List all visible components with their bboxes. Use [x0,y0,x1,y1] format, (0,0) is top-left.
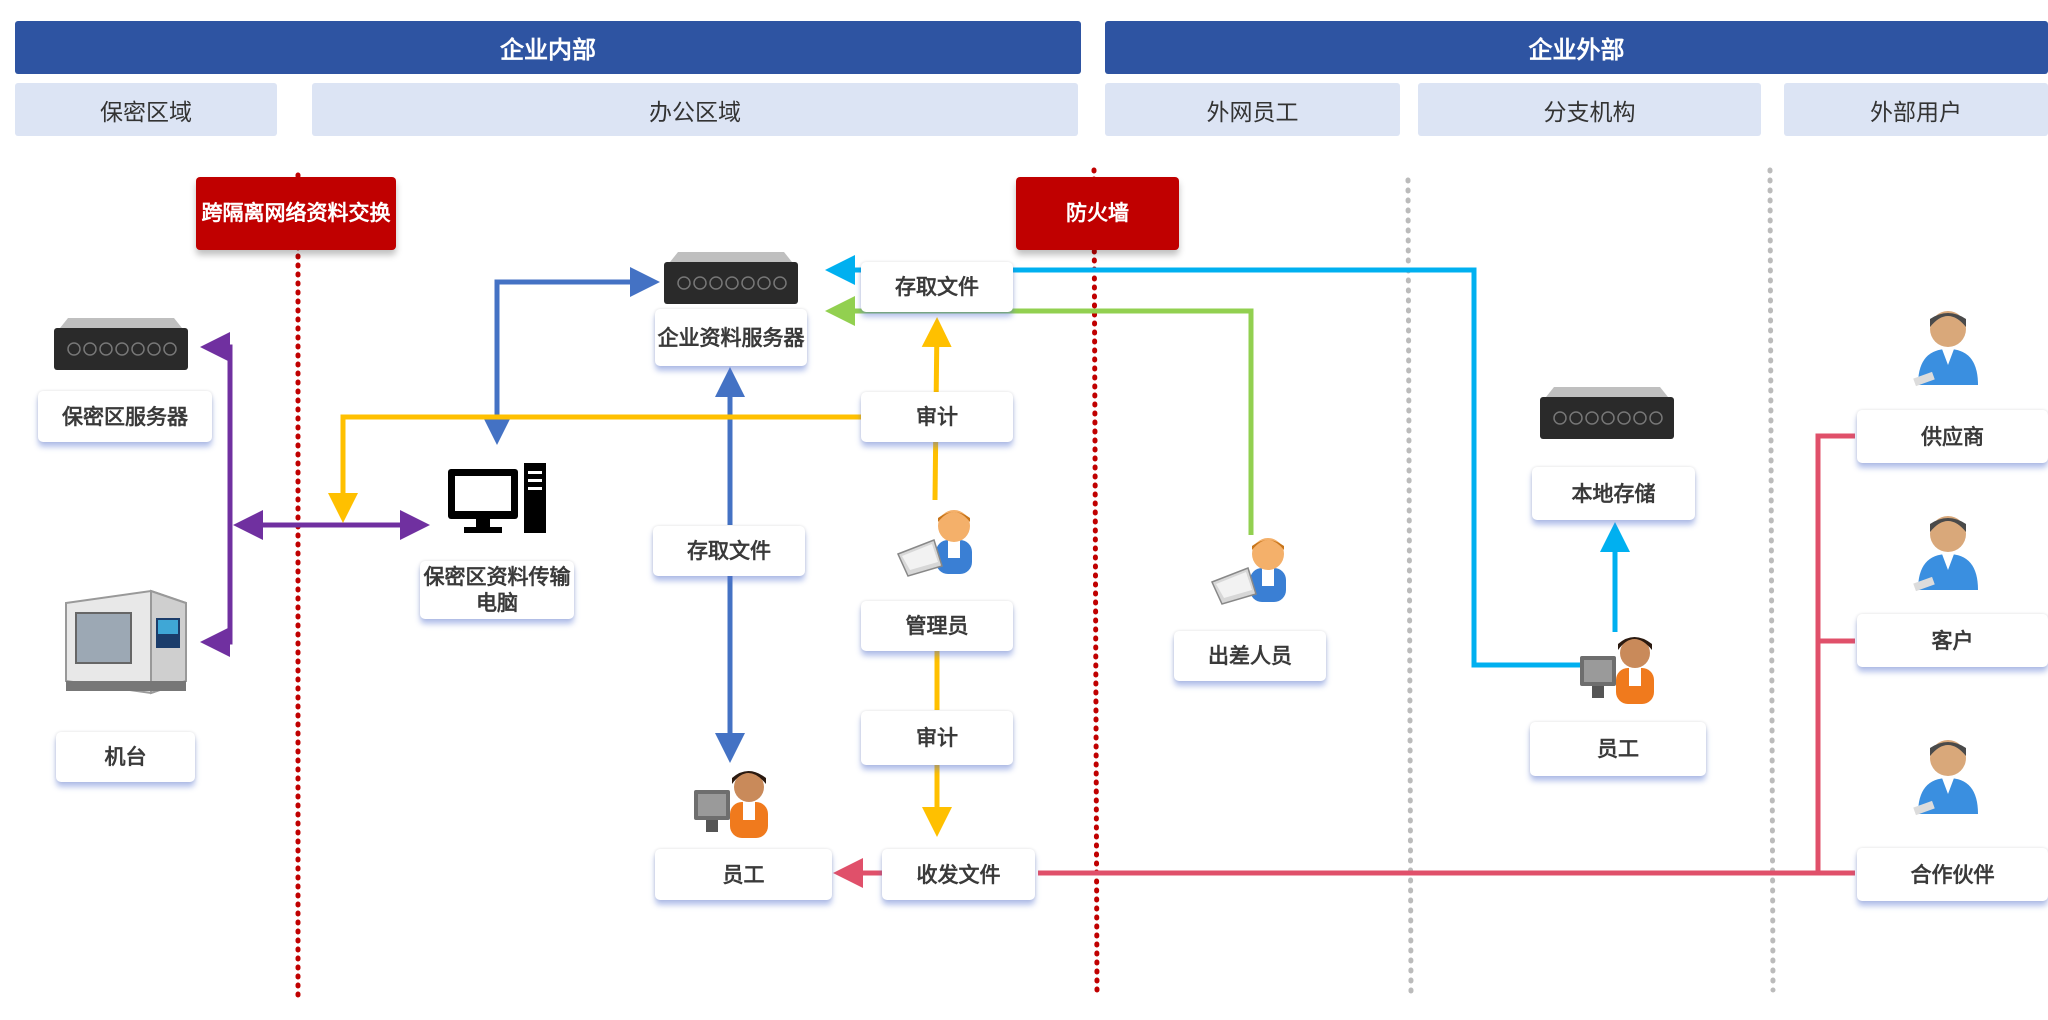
firewall-label: 防火墙 [1016,177,1179,250]
cnc-machine-icon [65,589,187,695]
send-receive-label: 收发文件 [882,849,1035,900]
employee-branch-label: 员工 [1530,722,1706,776]
admin-laptop-user-icon [896,510,972,577]
enterprise-server-label: 企业资料服务器 [655,309,807,366]
zone-remote: 外网员工 [1105,83,1400,136]
partner-label: 合作伙伴 [1857,848,2048,901]
employee-desktop-icon [1580,637,1654,704]
machine-label: 机台 [56,732,195,782]
pink-bracket [1815,433,1855,873]
supplier-label: 供应商 [1857,410,2048,463]
purple-to-server [200,332,233,525]
customer-user-icon [1913,516,1978,592]
local-storage-label: 本地存储 [1532,467,1695,520]
employee-desktop-icon [694,771,768,838]
zone-branch: 分支机构 [1418,83,1761,136]
firewall-divider [1091,167,1100,993]
transfer-pc-label: 保密区资料传输电脑 [420,561,574,619]
isolation-exchange-label: 跨隔离网络资料交换 [196,177,396,250]
server-icon [1540,387,1674,439]
access-files-mid-label: 存取文件 [653,526,805,576]
supplier-user-icon [1913,311,1978,387]
secure-server-label: 保密区服务器 [38,391,212,442]
server-icon [54,318,188,370]
zone-secure: 保密区域 [15,83,277,136]
purple-to-machine [200,525,233,657]
customer-label: 客户 [1857,614,2048,667]
access-files-top-label: 存取文件 [861,262,1013,312]
travel-laptop-user-icon [1210,538,1286,605]
zone-divider-2 [1767,167,1776,993]
employee-office-label: 员工 [655,849,832,900]
admin-label: 管理员 [861,601,1013,651]
cyan-employee-to-server [825,255,1580,668]
zone-office: 办公区域 [312,83,1078,136]
server-icon [664,252,798,304]
header-internal: 企业内部 [15,21,1081,74]
travel-staff-label: 出差人员 [1174,631,1326,681]
partner-user-icon [1913,740,1978,816]
desktop-computer-icon [448,463,546,533]
zone-divider-1 [1405,177,1414,998]
header-external: 企业外部 [1105,21,2048,74]
audit-bottom-label: 审计 [861,711,1013,765]
yellow-audit-to-pc [328,414,862,523]
zone-external-users: 外部用户 [1784,83,2048,136]
audit-top-label: 审计 [861,392,1013,442]
